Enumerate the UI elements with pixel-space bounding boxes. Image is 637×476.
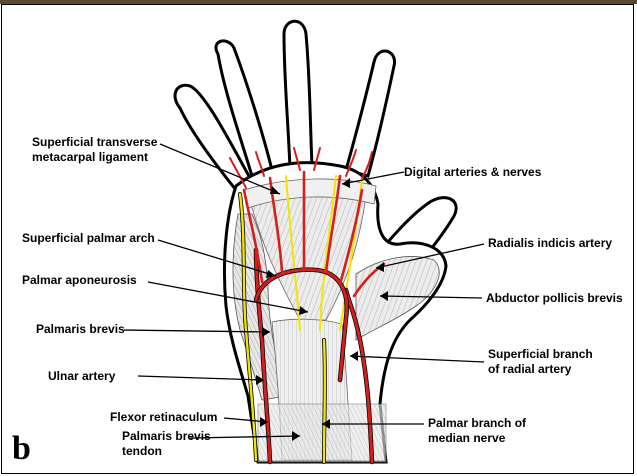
label-palmaris-brevis: Palmaris brevis bbox=[36, 322, 125, 337]
label-line-1: Superficial transverse bbox=[32, 135, 157, 150]
label-digital-arteries-nerves: Digital arteries & nerves bbox=[404, 165, 541, 180]
label-ulnar-artery: Ulnar artery bbox=[48, 369, 115, 384]
panel-letter: b bbox=[12, 432, 31, 466]
label-palmaris-brevis-tendon: Palmaris brevis tendon bbox=[122, 429, 211, 459]
label-flexor-retinaculum: Flexor retinaculum bbox=[110, 410, 217, 425]
label-palmar-aponeurosis: Palmar aponeurosis bbox=[22, 273, 137, 288]
label-abductor-pollicis-brevis: Abductor pollicis brevis bbox=[486, 291, 623, 306]
label-superficial-palmar-arch: Superficial palmar arch bbox=[22, 231, 155, 246]
label-line-1: Palmaris brevis bbox=[122, 429, 211, 444]
label-line-2: metacarpal ligament bbox=[32, 150, 157, 165]
label-line-2: tendon bbox=[122, 444, 211, 459]
label-line-2: of radial artery bbox=[488, 362, 593, 377]
label-palmar-branch-median-nerve: Palmar branch of median nerve bbox=[428, 416, 526, 446]
label-radialis-indicis-artery: Radialis indicis artery bbox=[488, 236, 612, 251]
label-superficial-transverse-metacarpal-ligament: Superficial transverse metacarpal ligame… bbox=[32, 135, 157, 165]
label-line-1: Superficial branch bbox=[488, 347, 593, 362]
label-line-1: Palmar branch of bbox=[428, 416, 526, 431]
label-superficial-branch-radial-artery: Superficial branch of radial artery bbox=[488, 347, 593, 377]
label-line-2: median nerve bbox=[428, 431, 526, 446]
